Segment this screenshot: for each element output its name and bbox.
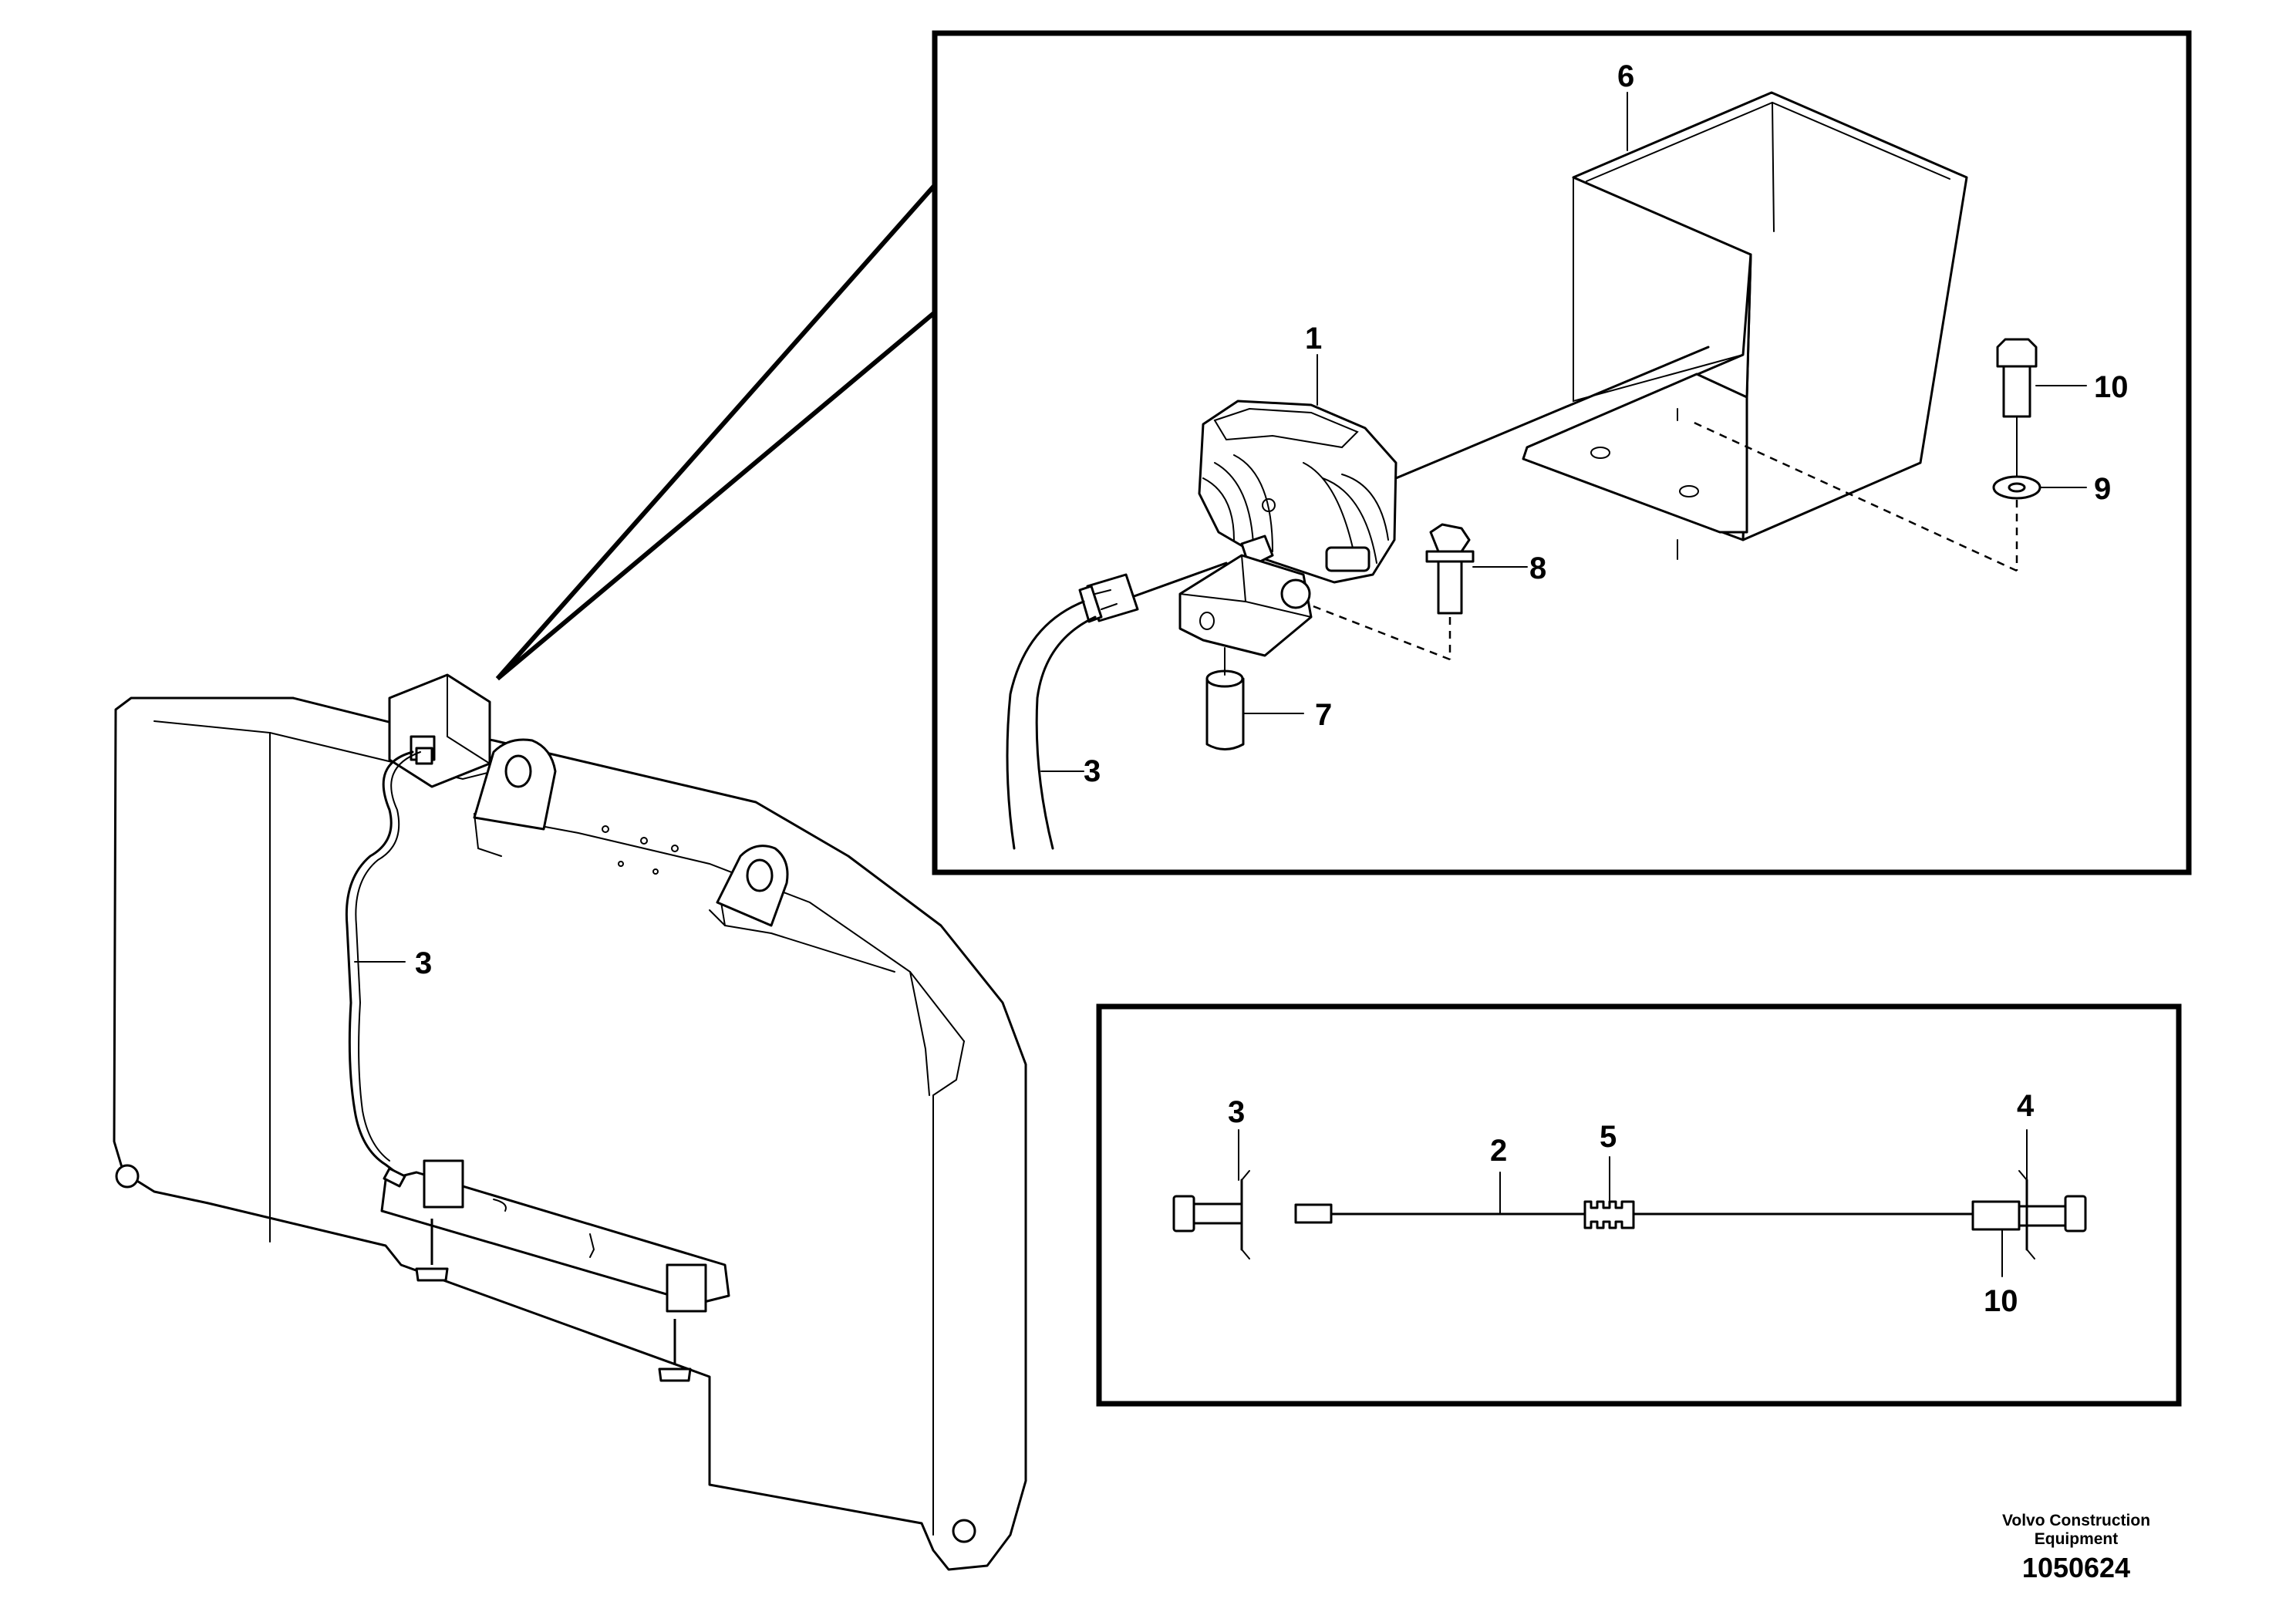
wire-clip xyxy=(1583,1200,1635,1229)
counterweight-assembly: 3 xyxy=(113,184,1027,1571)
right-plug-head xyxy=(2064,1195,2087,1233)
callout-detail-8: 8 xyxy=(1529,551,1546,585)
callout-wiring-10: 10 xyxy=(1984,1284,2018,1318)
callout-detail-10: 10 xyxy=(2094,370,2129,404)
lamp-guard xyxy=(1522,91,1968,560)
inline-connector xyxy=(1294,1203,1333,1224)
wiring-view: 3 2 5 4 10 xyxy=(1096,1003,2182,1407)
callout-wiring-3: 3 xyxy=(1228,1095,1245,1129)
callout-detail-9: 9 xyxy=(2094,472,2111,506)
washer: 9 xyxy=(1688,419,2111,572)
company-name: Volvo Construction Equipment xyxy=(2001,1512,2151,1548)
callout-wiring-4: 4 xyxy=(2017,1089,2035,1123)
callout-main-3: 3 xyxy=(415,946,432,980)
flange-bolt: 8 xyxy=(1310,523,1546,661)
callout-wiring-5: 5 xyxy=(1600,1120,1617,1154)
callout-wiring-2: 2 xyxy=(1490,1134,1507,1168)
work-lamp xyxy=(1178,400,1397,657)
left-plug-shaft xyxy=(1192,1202,1243,1225)
hex-bolt: 10 xyxy=(1996,338,2129,479)
detail-view: 3 7 8 10 xyxy=(932,30,2192,875)
callout-detail-3: 3 xyxy=(1084,754,1101,788)
left-plug-head xyxy=(1172,1195,1195,1233)
harness-connector: 3 xyxy=(1006,561,1228,850)
callout-detail-7: 7 xyxy=(1315,698,1332,732)
callout-detail-6: 6 xyxy=(1617,59,1634,93)
right-connector-body xyxy=(1971,1200,2021,1231)
spacer: 7 xyxy=(1205,647,1332,750)
drawing-number: 1050624 xyxy=(2021,1552,2131,1583)
callout-detail-1: 1 xyxy=(1305,322,1322,356)
